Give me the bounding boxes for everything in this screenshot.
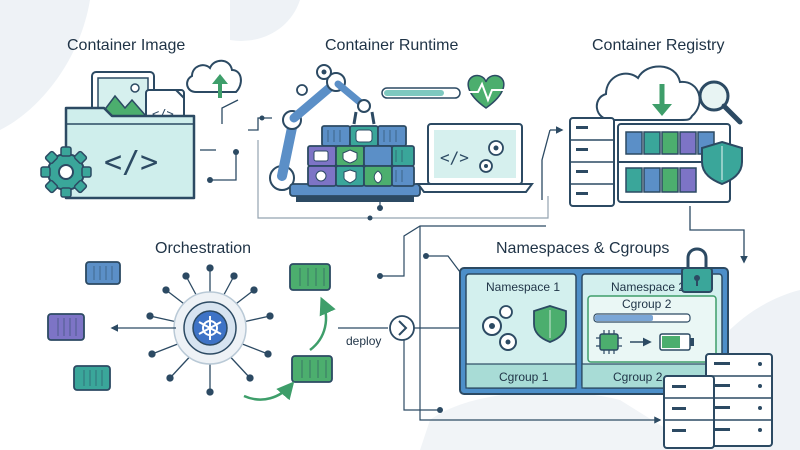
container-registry-title: Container Registry: [592, 37, 725, 54]
background-blob-top-right: [230, 0, 300, 41]
container-image-group: </> </>: [40, 59, 272, 200]
namespaces-cgroups-title: Namespaces & Cgroups: [496, 240, 669, 257]
deploy-curve-arrow: [243, 381, 295, 401]
heart-pulse-icon: [467, 74, 505, 109]
gear-icon: [40, 146, 92, 198]
orchestration-group: deploy: [47, 225, 546, 411]
deploy-up-arrow: [309, 296, 336, 351]
namespaces-group: Namespace 1 Cgroup 1 Namespace 2 Cgroup …: [419, 226, 729, 424]
container-runtime-title: Container Runtime: [325, 37, 459, 54]
folder-code-icon: </>: [104, 145, 158, 180]
registry-server-icon: [569, 117, 615, 207]
deploy-chevron-button: [389, 315, 415, 341]
namespace-1-gears: [482, 305, 517, 351]
magnifier-icon: [698, 80, 743, 125]
cpu-chip-icon: [596, 330, 622, 354]
robotic-arm-icon: [269, 64, 376, 191]
container-registry-group: [569, 65, 748, 264]
registry-cloud-icon: [596, 65, 701, 121]
cgroup-1-bar: [465, 363, 577, 389]
cgroup-2-inner-label: Cgroup 2: [622, 297, 672, 311]
deploy-label: deploy: [346, 334, 381, 348]
namespace-1-label: Namespace 1: [486, 280, 560, 294]
battery-icon: [659, 333, 694, 351]
cloud-upload-icon: [186, 59, 242, 98]
orchestration-title: Orchestration: [155, 240, 251, 257]
laptop-icon: </>: [416, 123, 534, 193]
container-runtime-group: </>: [257, 64, 564, 221]
cgroup-2-label: Cgroup 2: [613, 370, 663, 384]
container-image-title: Container Image: [67, 37, 185, 54]
background-blob-top-left: [0, 0, 90, 130]
padlock-icon: [681, 247, 713, 293]
folder-icon: [64, 106, 196, 200]
namespace-2-label: Namespace 2: [611, 280, 685, 294]
cgroup-1-label: Cgroup 1: [499, 370, 549, 384]
server-stack-icon: [663, 353, 773, 449]
background-blob-bottom-mid: [420, 391, 700, 450]
svg-text:</>: </>: [440, 148, 469, 167]
